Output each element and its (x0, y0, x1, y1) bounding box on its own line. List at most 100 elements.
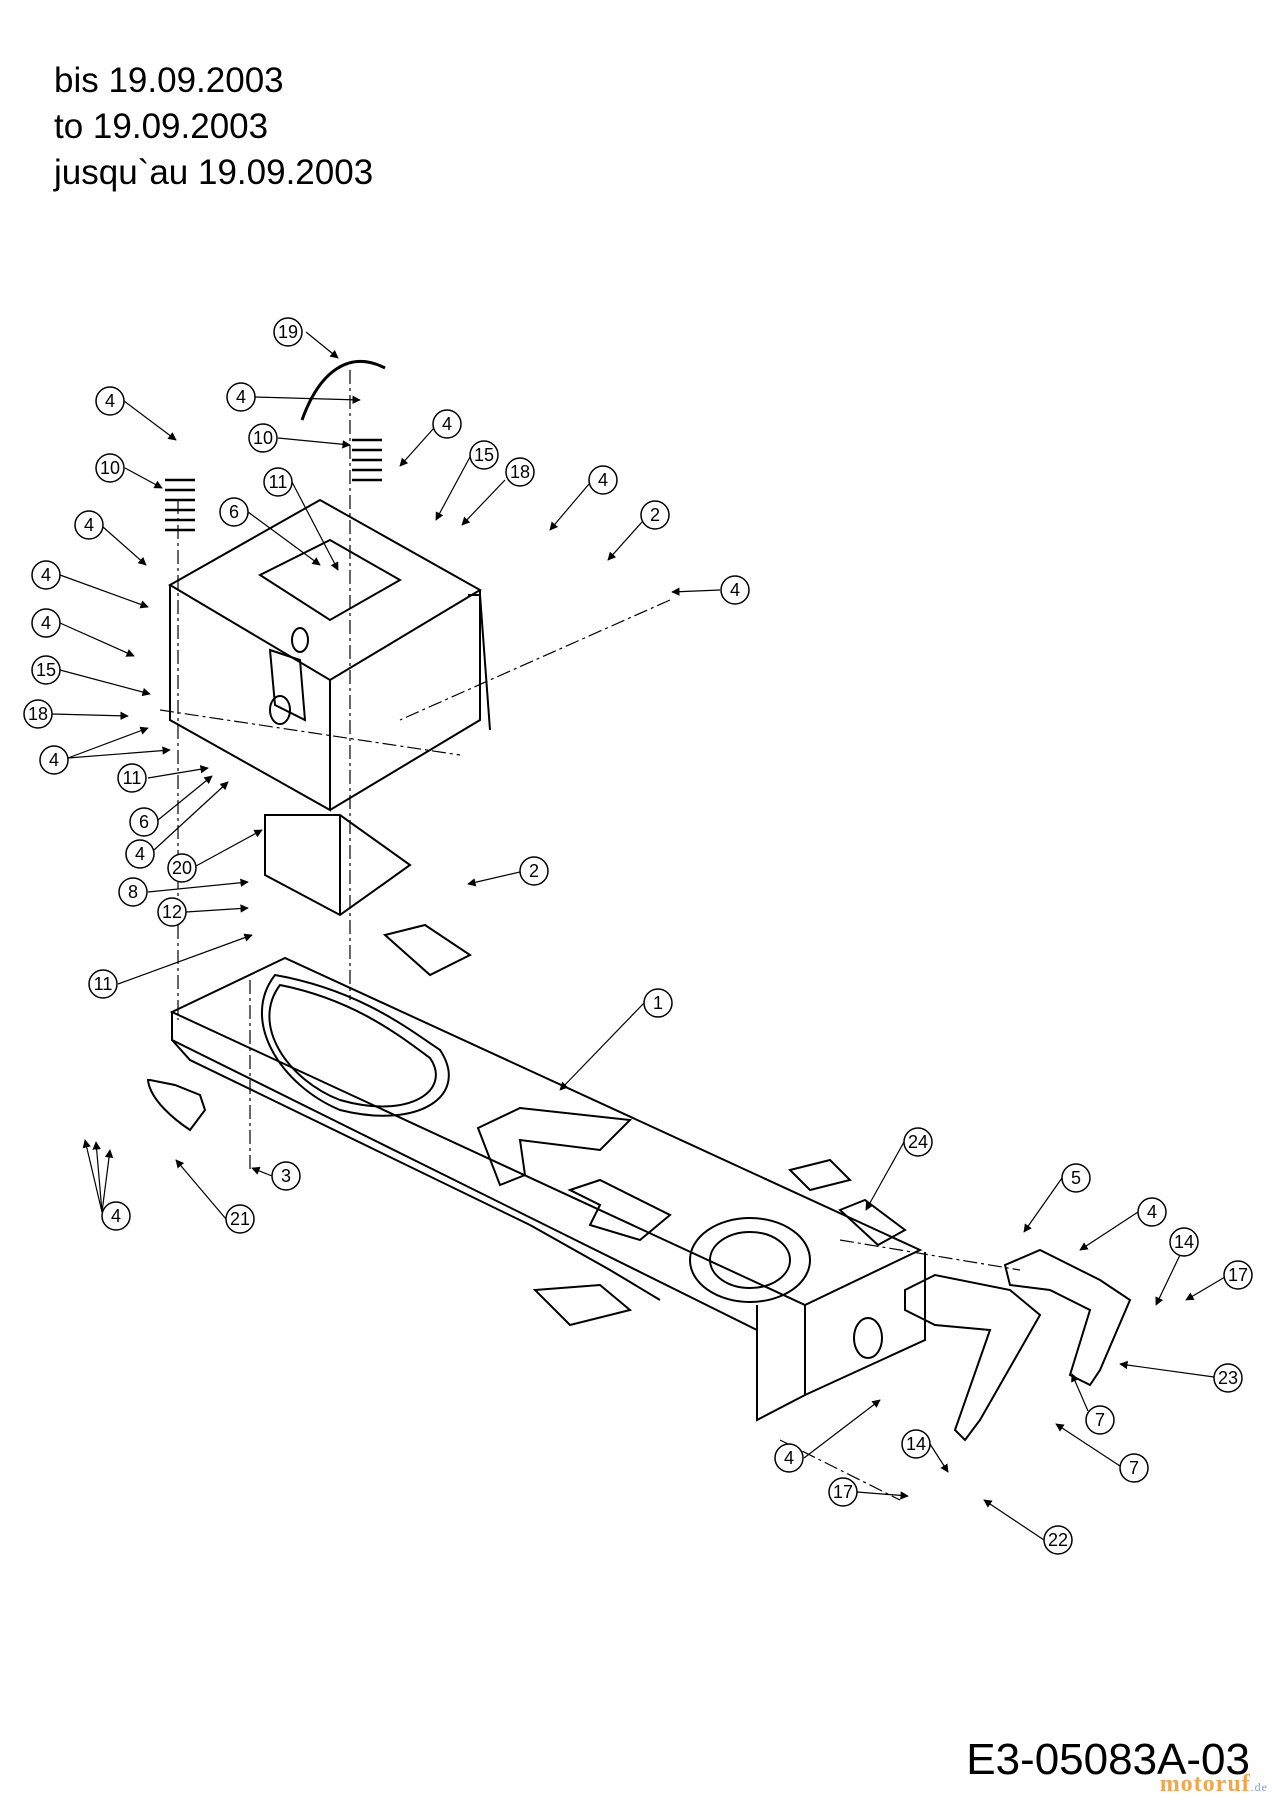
svg-text:4: 4 (105, 391, 115, 411)
svg-text:18: 18 (510, 462, 530, 482)
callout-11[interactable]: 11 (117, 763, 209, 793)
callout-19[interactable]: 19 (273, 317, 339, 359)
callout-4[interactable]: 4 (671, 575, 750, 605)
callout-4[interactable]: 4 (95, 386, 177, 441)
callout-10[interactable]: 10 (248, 423, 351, 453)
watermark-logo: motoruf.de (1160, 1771, 1268, 1798)
callout-14[interactable]: 14 (901, 1429, 949, 1473)
svg-text:11: 11 (123, 768, 142, 788)
svg-text:24: 24 (908, 1132, 928, 1152)
callout-24[interactable]: 24 (865, 1127, 933, 1211)
svg-text:11: 11 (269, 472, 288, 492)
svg-text:4: 4 (236, 387, 246, 407)
svg-text:4: 4 (84, 515, 94, 535)
svg-text:4: 4 (135, 844, 145, 864)
header-line-english: to 19.09.2003 (54, 107, 269, 146)
callout-6[interactable]: 6 (219, 497, 321, 566)
svg-text:4: 4 (784, 1448, 794, 1468)
callout-10[interactable]: 10 (95, 453, 163, 489)
svg-text:21: 21 (230, 1209, 250, 1229)
callout-4[interactable]: 4 (125, 781, 229, 869)
callout-5[interactable]: 5 (1023, 1163, 1091, 1233)
callout-8[interactable]: 8 (118, 877, 249, 907)
callout-4[interactable]: 4 (74, 510, 147, 566)
callout-17[interactable]: 17 (1185, 1260, 1253, 1301)
callout-4[interactable]: 4 (31, 560, 149, 609)
svg-text:3: 3 (281, 1166, 291, 1186)
callout-20[interactable]: 20 (167, 829, 263, 883)
svg-text:17: 17 (833, 1482, 853, 1502)
callout-7[interactable]: 7 (1055, 1423, 1149, 1483)
callout-6[interactable]: 6 (129, 775, 213, 837)
callout-2[interactable]: 2 (467, 856, 549, 887)
callout-15[interactable]: 15 (435, 440, 499, 521)
svg-text:4: 4 (111, 1206, 121, 1226)
callout-4[interactable]: 4 (1079, 1197, 1167, 1251)
callout-3[interactable]: 3 (251, 1161, 301, 1191)
callouts: 19 4 4 10 10 4 (23, 317, 1253, 1555)
svg-text:19: 19 (278, 322, 298, 342)
svg-text:4: 4 (730, 580, 740, 600)
svg-text:23: 23 (1218, 1368, 1238, 1388)
svg-text:8: 8 (128, 882, 138, 902)
svg-text:6: 6 (229, 502, 239, 522)
svg-text:2: 2 (529, 861, 539, 881)
callout-4[interactable]: 4 (774, 1399, 881, 1473)
svg-text:4: 4 (41, 565, 51, 585)
svg-text:7: 7 (1095, 1410, 1105, 1430)
callout-14[interactable]: 14 (1155, 1227, 1199, 1306)
svg-text:6: 6 (139, 812, 149, 832)
svg-text:4: 4 (598, 470, 608, 490)
watermark-text: motoruf (1159, 1771, 1251, 1797)
svg-text:7: 7 (1129, 1458, 1139, 1478)
callout-12[interactable]: 12 (157, 897, 249, 927)
svg-text:4: 4 (1147, 1202, 1157, 1222)
callout-4[interactable]: 4 (39, 726, 171, 775)
callout-4[interactable]: 4 (31, 608, 135, 657)
svg-text:12: 12 (162, 902, 182, 922)
svg-text:22: 22 (1048, 1530, 1068, 1550)
dash-housing (146, 498, 1132, 1442)
drawing-code: E3-05083A-03 (966, 1735, 1250, 1784)
svg-text:15: 15 (36, 660, 56, 680)
callout-4[interactable]: 4 (549, 465, 618, 531)
callout-17[interactable]: 17 (828, 1477, 909, 1507)
svg-text:17: 17 (1228, 1265, 1248, 1285)
callout-4[interactable]: 4 (82, 1139, 131, 1231)
svg-text:4: 4 (442, 414, 452, 434)
callout-4[interactable]: 4 (226, 382, 361, 412)
header-line-french: jusqu`au 19.09.2003 (54, 153, 374, 192)
chassis-frame (169, 956, 926, 1422)
callout-22[interactable]: 22 (983, 1499, 1073, 1555)
revision-header: bis 19.09.2003 to 19.09.2003 jusqu`au 19… (54, 58, 373, 196)
svg-text:18: 18 (28, 704, 48, 724)
svg-text:1: 1 (653, 993, 663, 1013)
callout-4[interactable]: 4 (399, 409, 462, 467)
svg-text:2: 2 (650, 505, 660, 525)
svg-text:15: 15 (474, 445, 494, 465)
svg-text:14: 14 (906, 1434, 926, 1454)
callout-7[interactable]: 7 (1071, 1373, 1115, 1435)
callout-11[interactable]: 11 (88, 933, 253, 999)
callout-18[interactable]: 18 (461, 457, 535, 526)
svg-text:14: 14 (1174, 1232, 1194, 1252)
watermark-suffix: .de (1250, 1780, 1268, 1794)
callout-15[interactable]: 15 (31, 655, 151, 697)
callout-21[interactable]: 21 (175, 1159, 255, 1234)
callout-23[interactable]: 23 (1119, 1360, 1243, 1393)
callout-1[interactable]: 1 (559, 988, 673, 1091)
callout-11[interactable]: 11 (263, 467, 339, 571)
svg-text:10: 10 (100, 458, 120, 478)
svg-text:4: 4 (49, 750, 59, 770)
header-line-german: bis 19.09.2003 (54, 61, 284, 100)
svg-text:5: 5 (1071, 1168, 1081, 1188)
svg-text:4: 4 (41, 613, 51, 633)
springs (165, 438, 382, 532)
callout-2[interactable]: 2 (607, 500, 670, 561)
svg-text:20: 20 (172, 858, 192, 878)
svg-text:10: 10 (253, 428, 273, 448)
alignment-lines (159, 370, 1021, 1501)
callout-18[interactable]: 18 (23, 699, 129, 729)
svg-text:11: 11 (94, 974, 113, 994)
